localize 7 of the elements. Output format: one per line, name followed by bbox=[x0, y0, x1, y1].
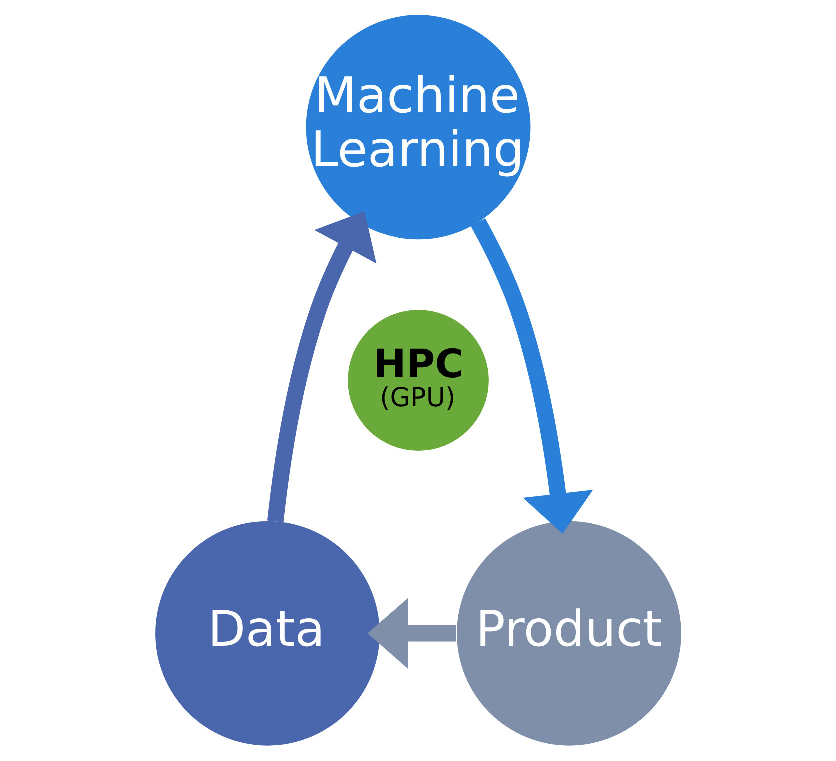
node-circle: Data bbox=[155, 521, 380, 746]
node-circle: Product bbox=[456, 521, 681, 746]
arrow bbox=[470, 218, 593, 534]
arrow bbox=[367, 598, 456, 669]
arrow bbox=[266, 212, 376, 523]
node-circle: Machine Learning bbox=[306, 15, 530, 240]
node-circle: HPC (GPU) bbox=[348, 310, 488, 451]
